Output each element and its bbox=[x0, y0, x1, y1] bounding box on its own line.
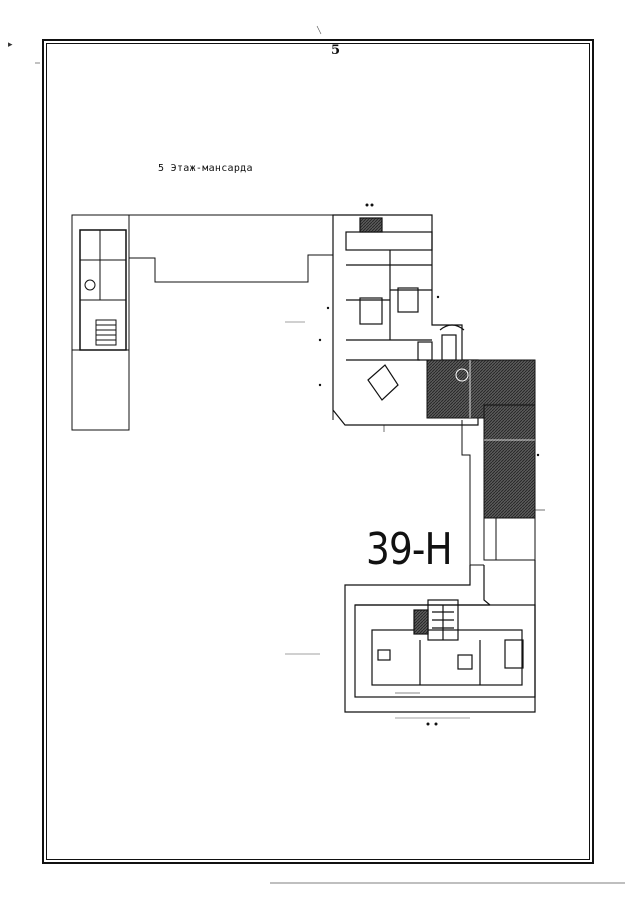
corridor bbox=[461, 420, 536, 566]
sheet-border bbox=[42, 39, 594, 864]
left-wing bbox=[71, 214, 130, 431]
roof-connector bbox=[129, 214, 334, 420]
floor-title: 5 Этаж-мансарда bbox=[158, 163, 253, 174]
central-block bbox=[332, 214, 479, 426]
page-number: 5 bbox=[331, 43, 341, 58]
annotation-marks bbox=[285, 203, 545, 726]
lower-block bbox=[344, 560, 536, 713]
unit-label: 39-Н bbox=[366, 524, 453, 575]
unit-39n-area bbox=[426, 359, 536, 519]
fold-tick bbox=[316, 25, 322, 35]
margin-tick-mark: ▸ bbox=[8, 40, 13, 50]
